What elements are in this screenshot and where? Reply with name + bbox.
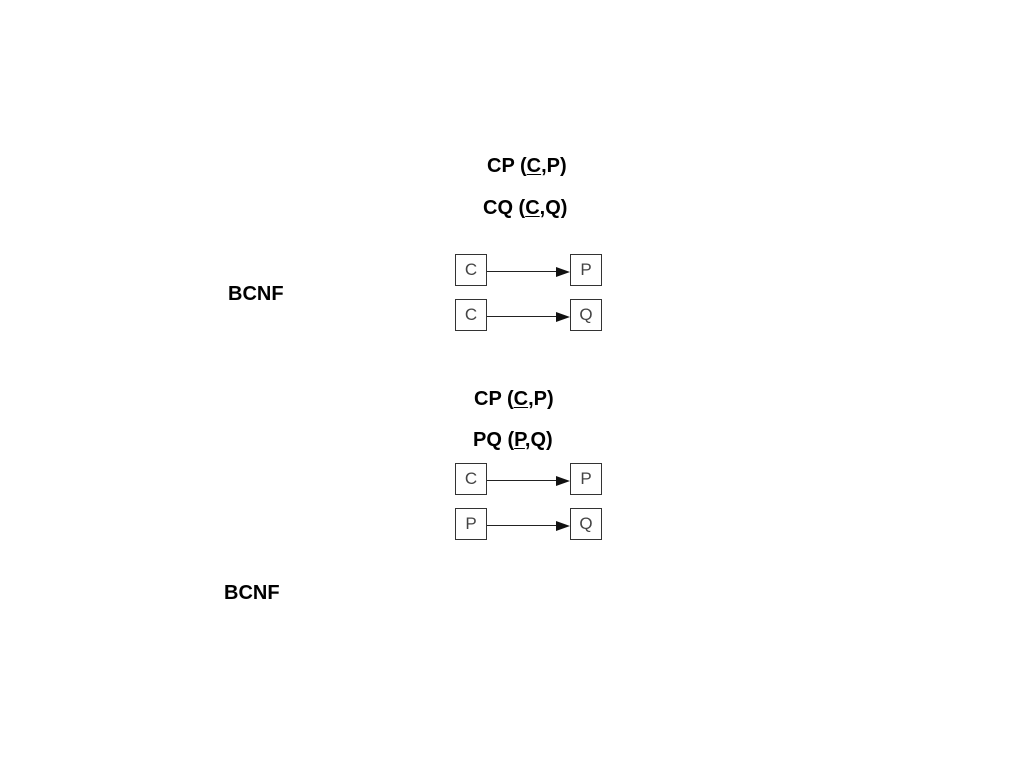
attribute-box-dependent: P (570, 463, 602, 495)
arrow-shaft (487, 271, 557, 272)
arrow-head (556, 521, 570, 531)
relation-name: PQ (473, 429, 502, 451)
relation-name: CQ (483, 197, 513, 219)
relation-name: CP (487, 155, 515, 177)
arrow-head (556, 312, 570, 322)
dependency-arrow (487, 475, 570, 487)
primary-key-attribute: C (525, 197, 540, 219)
relation-attributes: ,Q) (524, 429, 553, 451)
arrow-shaft (487, 480, 557, 481)
primary-key-attribute: C (526, 155, 542, 177)
dependency-arrow (487, 311, 570, 323)
relation-attributes: ,Q) (539, 197, 568, 219)
relation-schema-pq: PQ (P,Q) (473, 428, 553, 452)
attribute-box-determinant: C (455, 299, 487, 331)
relation-open: ( (514, 155, 527, 177)
relation-open: ( (513, 197, 526, 219)
attribute-box-determinant: P (455, 508, 487, 540)
attribute-box-determinant: C (455, 463, 487, 495)
primary-key-attribute: P (514, 429, 525, 451)
dependency-arrow (487, 520, 570, 532)
attribute-box-dependent: P (570, 254, 602, 286)
arrow-shaft (487, 316, 557, 317)
relation-attributes: ,P) (528, 388, 554, 410)
relation-schema-cp: CP (C,P) (487, 154, 567, 178)
dependency-arrow (487, 266, 570, 278)
normal-form-label: BCNF (224, 582, 280, 604)
arrow-head (556, 476, 570, 486)
relation-schema-cp: CP (C,P) (474, 387, 554, 411)
arrow-head (556, 267, 570, 277)
normal-form-label: BCNF (228, 283, 284, 305)
arrow-shaft (487, 525, 557, 526)
relation-attributes: ,P) (541, 155, 567, 177)
attribute-box-dependent: Q (570, 299, 602, 331)
relation-name: CP (474, 388, 502, 410)
relation-schema-cq: CQ (C,Q) (483, 196, 567, 220)
attribute-box-determinant: C (455, 254, 487, 286)
relation-open: ( (501, 429, 515, 451)
attribute-box-dependent: Q (570, 508, 602, 540)
relation-open: ( (501, 388, 514, 410)
primary-key-attribute: C (513, 388, 529, 410)
